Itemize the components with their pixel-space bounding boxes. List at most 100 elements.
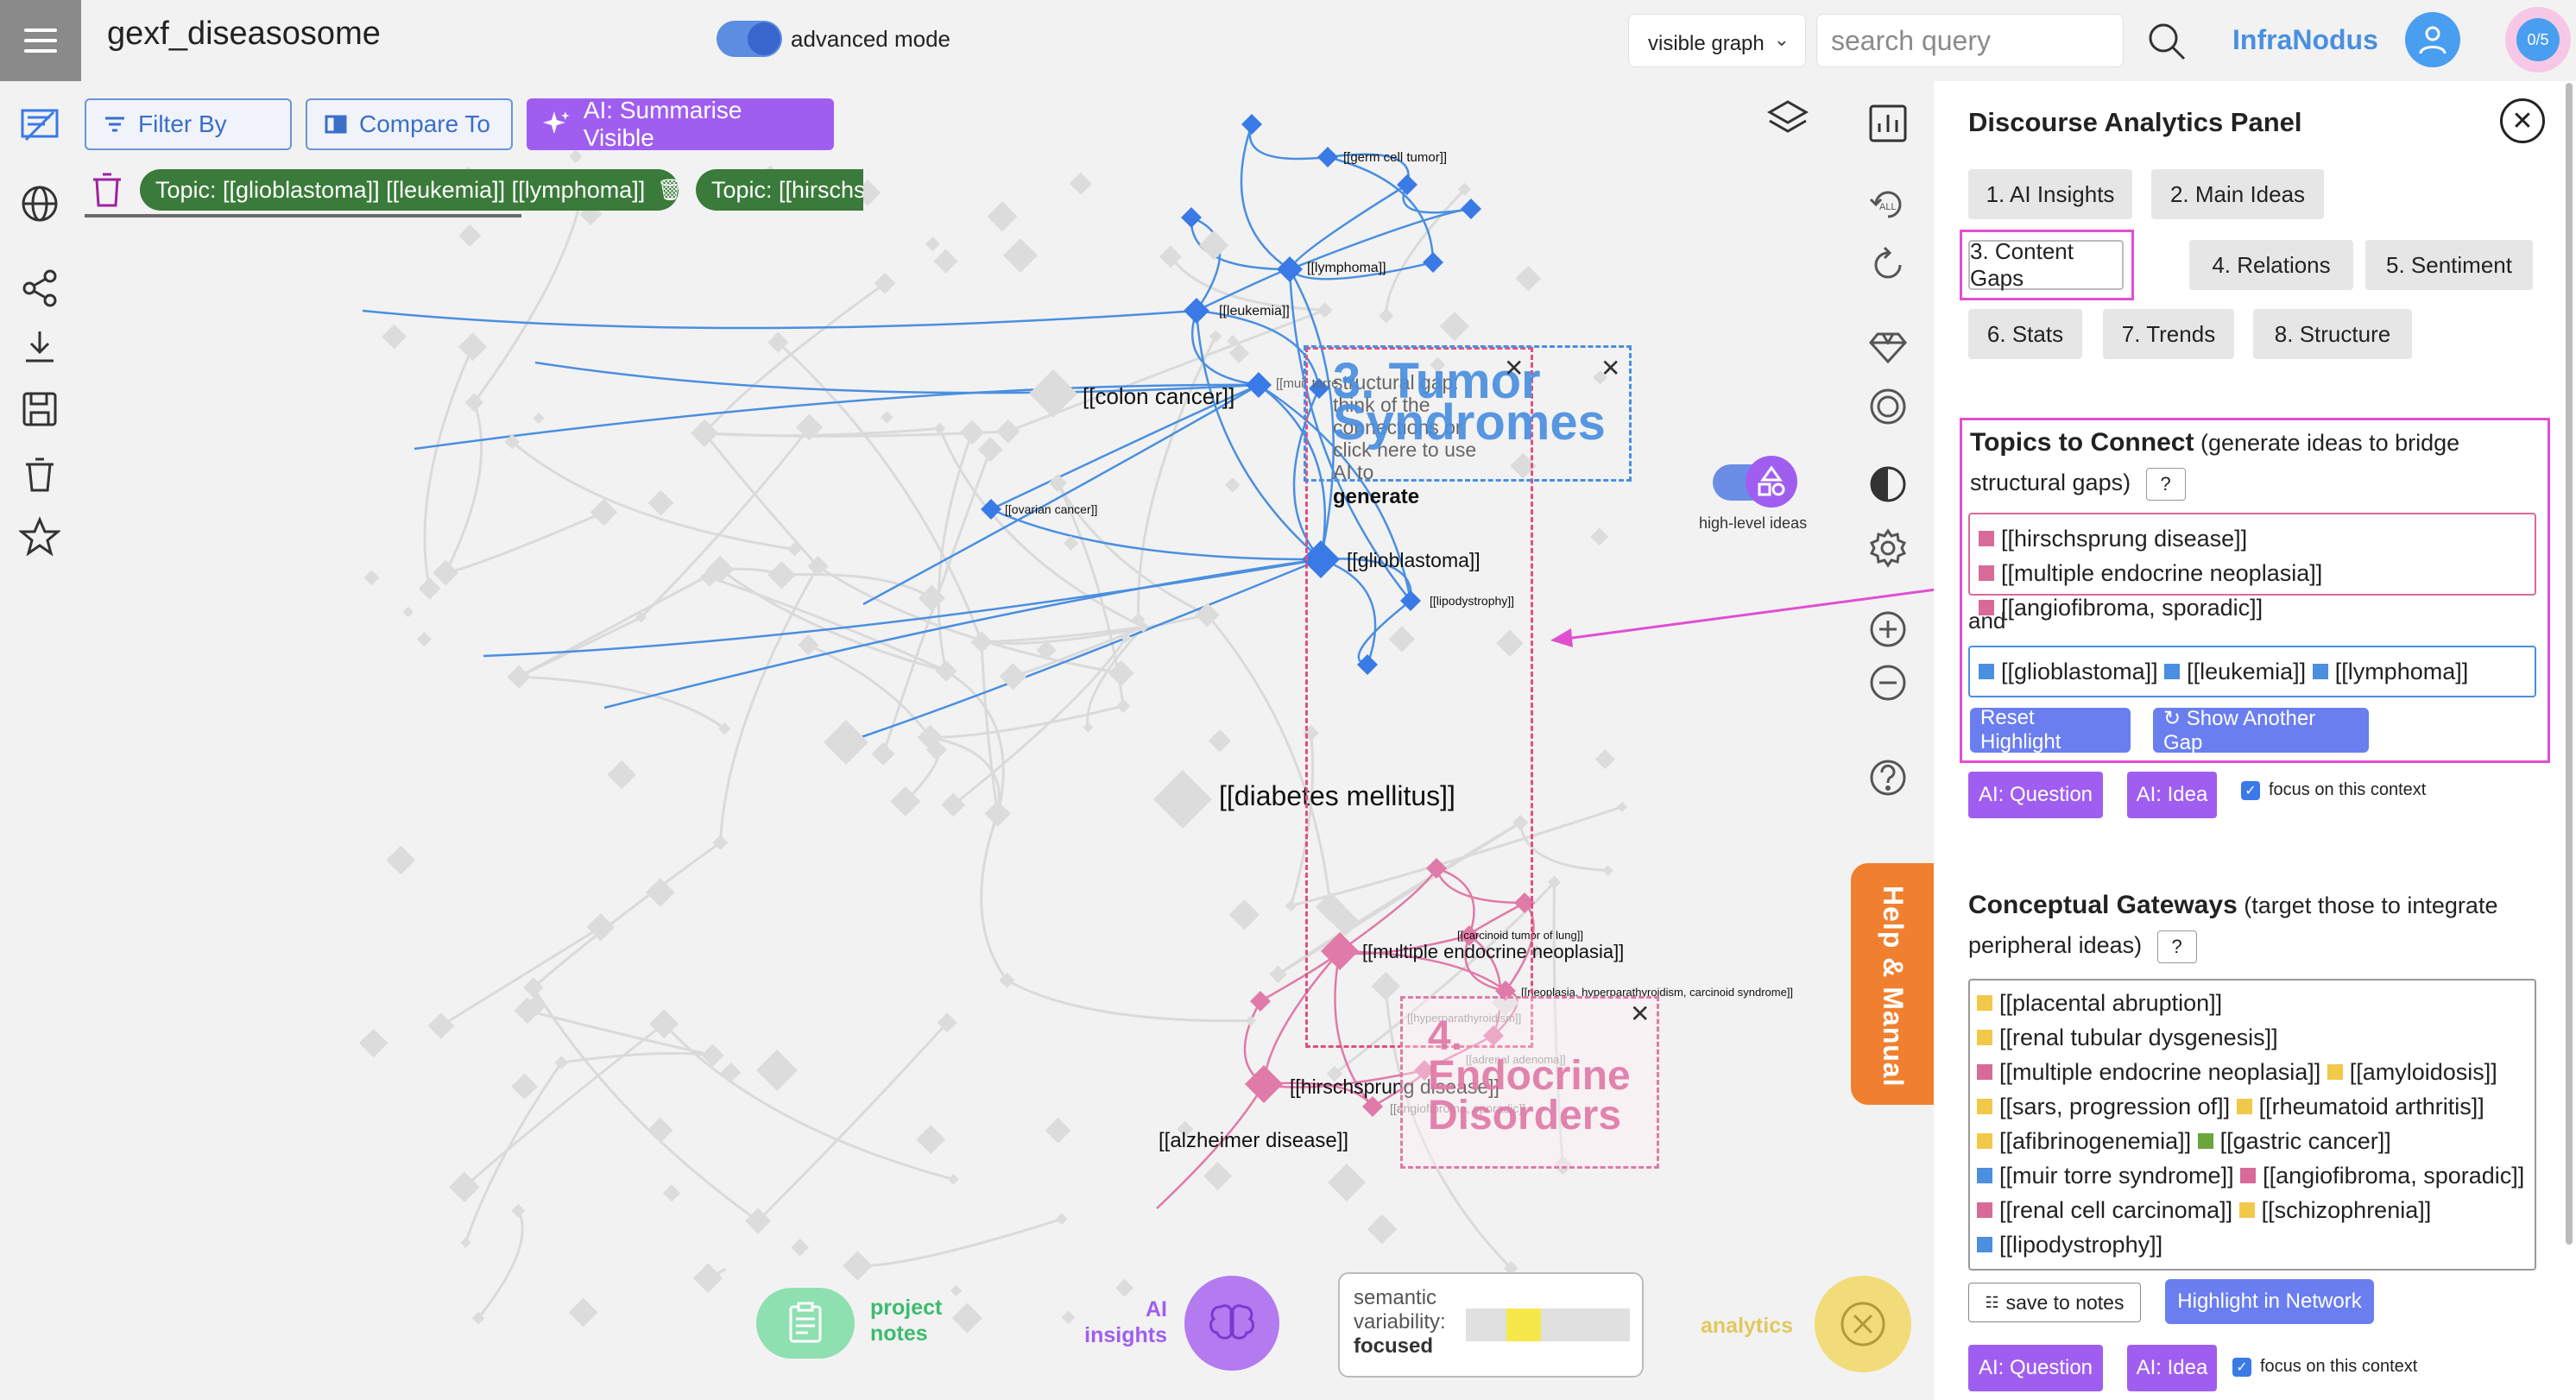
graph-node[interactable] [918, 584, 945, 612]
graph-node[interactable] [1138, 621, 1149, 633]
graph-node[interactable] [1159, 245, 1182, 268]
graph-node[interactable] [890, 785, 921, 817]
menu-icon[interactable] [0, 0, 81, 81]
graph-node[interactable] [756, 1050, 798, 1091]
graph-node[interactable] [843, 1251, 873, 1281]
reset-all-icon[interactable]: ALL [1865, 181, 1911, 228]
tags-scrollbar[interactable] [85, 214, 521, 218]
help-icon[interactable] [1865, 754, 1911, 801]
graph-node[interactable] [569, 149, 583, 163]
graph-node[interactable] [881, 411, 893, 424]
gateway-chip[interactable]: [[placental abruption]] [1977, 986, 2222, 1020]
graph-node[interactable] [1203, 1162, 1233, 1191]
panel-scrollbar[interactable] [2566, 83, 2573, 1245]
graph-node[interactable] [568, 1297, 598, 1327]
topic-group-a[interactable]: [[hirschsprung disease]] [[multiple endo… [1968, 513, 2536, 621]
graph-node[interactable] [458, 224, 482, 247]
graph-node[interactable] [871, 741, 895, 766]
graph-node[interactable] [635, 611, 647, 623]
graph-node[interactable] [1315, 892, 1346, 923]
topic-chip[interactable]: [[hirschsprung disease]] [1979, 521, 2247, 556]
download-icon[interactable] [16, 323, 64, 371]
graph-node[interactable] [1590, 527, 1609, 546]
graph-node[interactable] [363, 570, 380, 586]
graph-node[interactable] [1285, 899, 1297, 912]
node-label-men[interactable]: [[multiple endocrine neoplasia]] [1362, 941, 1625, 962]
graph-node[interactable] [1048, 473, 1067, 493]
gateway-chip[interactable]: [[renal tubular dysgenesis]] [1977, 1020, 2278, 1055]
graph-node[interactable] [1246, 372, 1272, 398]
refresh-icon[interactable] [1865, 242, 1911, 288]
graph-node[interactable] [1083, 722, 1094, 733]
gateway-chip[interactable]: [[amyloidosis]] [2327, 1055, 2497, 1089]
gateway-chip[interactable]: [[muir torre syndrome]] [1977, 1158, 2234, 1193]
graph-node[interactable] [1181, 207, 1202, 228]
graph-node[interactable] [1414, 1060, 1435, 1081]
graph-node[interactable] [1303, 724, 1319, 741]
node-label-diabetes-mellitus[interactable]: [[diabetes mellitus]] [1219, 780, 1455, 811]
graph-node[interactable] [995, 419, 1020, 444]
graph-node[interactable] [1228, 343, 1250, 364]
graph-node[interactable] [1328, 1164, 1366, 1201]
graph-node[interactable] [1397, 174, 1417, 195]
graph-node[interactable] [1069, 172, 1092, 195]
star-icon[interactable] [16, 513, 64, 561]
graph-node[interactable] [1108, 659, 1134, 686]
topic-chip[interactable]: [[glioblastoma]] [1979, 654, 2158, 689]
graph-node[interactable] [1195, 602, 1220, 627]
node-label-adrenal-adenoma[interactable]: [[adrenal adenoma]] [1466, 1053, 1566, 1066]
usage-counter-badge[interactable]: 0/5 [2505, 7, 2571, 73]
graph-node[interactable] [586, 913, 616, 942]
graph-node[interactable] [464, 393, 484, 413]
graph-node[interactable] [950, 1284, 963, 1296]
graph-node[interactable] [1483, 1025, 1504, 1046]
graph-node[interactable] [712, 835, 729, 851]
graph-node[interactable] [917, 724, 944, 750]
graph-node[interactable] [718, 722, 731, 735]
gateways-list[interactable]: [[placental abruption]] [[renal tubular … [1968, 979, 2536, 1271]
graph-node[interactable] [1367, 1214, 1398, 1245]
ai-insights-button[interactable] [1184, 1276, 1279, 1371]
graph-node[interactable] [1116, 698, 1131, 713]
graph-node[interactable] [951, 1302, 982, 1334]
graph-node[interactable] [1245, 1065, 1283, 1103]
node-label-angiofibroma[interactable]: [[angiofibroma, sporadic]] [1390, 1101, 1526, 1115]
graph-node[interactable] [787, 542, 802, 557]
contrast-icon[interactable] [1865, 461, 1911, 508]
gateway-chip[interactable]: [[multiple endocrine neoplasia]] [1977, 1055, 2320, 1089]
gateway-chip[interactable]: [[sars, progression of]] [1977, 1089, 2230, 1124]
node-label-colon-cancer[interactable]: [[colon cancer]] [1083, 383, 1235, 409]
filter-button[interactable]: Filter By [85, 98, 292, 150]
search-input[interactable] [1816, 14, 2124, 67]
graph-node[interactable] [1061, 1310, 1076, 1325]
graph-node[interactable] [523, 977, 544, 998]
graph-node[interactable] [358, 1028, 388, 1058]
graph-node[interactable] [791, 1238, 810, 1257]
graph-node[interactable] [554, 1056, 569, 1069]
topics-help-button[interactable]: ? [2145, 467, 2186, 501]
graph-node[interactable] [1617, 801, 1628, 812]
graph-node[interactable] [999, 663, 1027, 691]
cluster-box-endocrine-disorders[interactable] [1400, 996, 1659, 1169]
graph-node[interactable] [416, 632, 432, 647]
gap-hint-text[interactable]: structural gap: think of the connections… [1333, 371, 1477, 483]
graph-node[interactable] [1496, 629, 1524, 658]
graph-node[interactable] [1224, 477, 1241, 493]
gateway-chip[interactable]: [[angiofibroma, sporadic]] [2240, 1158, 2524, 1193]
graph-node[interactable] [458, 332, 488, 362]
gateway-chip[interactable]: [[afibrinogenemia]] [1977, 1124, 2191, 1158]
graph-node[interactable] [507, 665, 531, 689]
graph-node[interactable] [977, 437, 1003, 463]
graph-node[interactable] [1309, 378, 1329, 399]
graph-node[interactable] [525, 994, 547, 1017]
graph-node[interactable] [1321, 932, 1359, 970]
graph-node[interactable] [941, 792, 966, 817]
shapes-icon[interactable] [1746, 456, 1797, 508]
trash-icon[interactable]: 🗑 [657, 178, 679, 202]
graph-node[interactable] [418, 577, 441, 600]
target-icon[interactable] [1865, 383, 1911, 430]
graph-node[interactable] [1250, 991, 1271, 1012]
cluster-title-tumor-syndromes[interactable]: 3. Tumor Syndromes [1333, 353, 1606, 451]
graph-node[interactable] [1036, 640, 1057, 660]
graph-node[interactable] [935, 660, 957, 682]
